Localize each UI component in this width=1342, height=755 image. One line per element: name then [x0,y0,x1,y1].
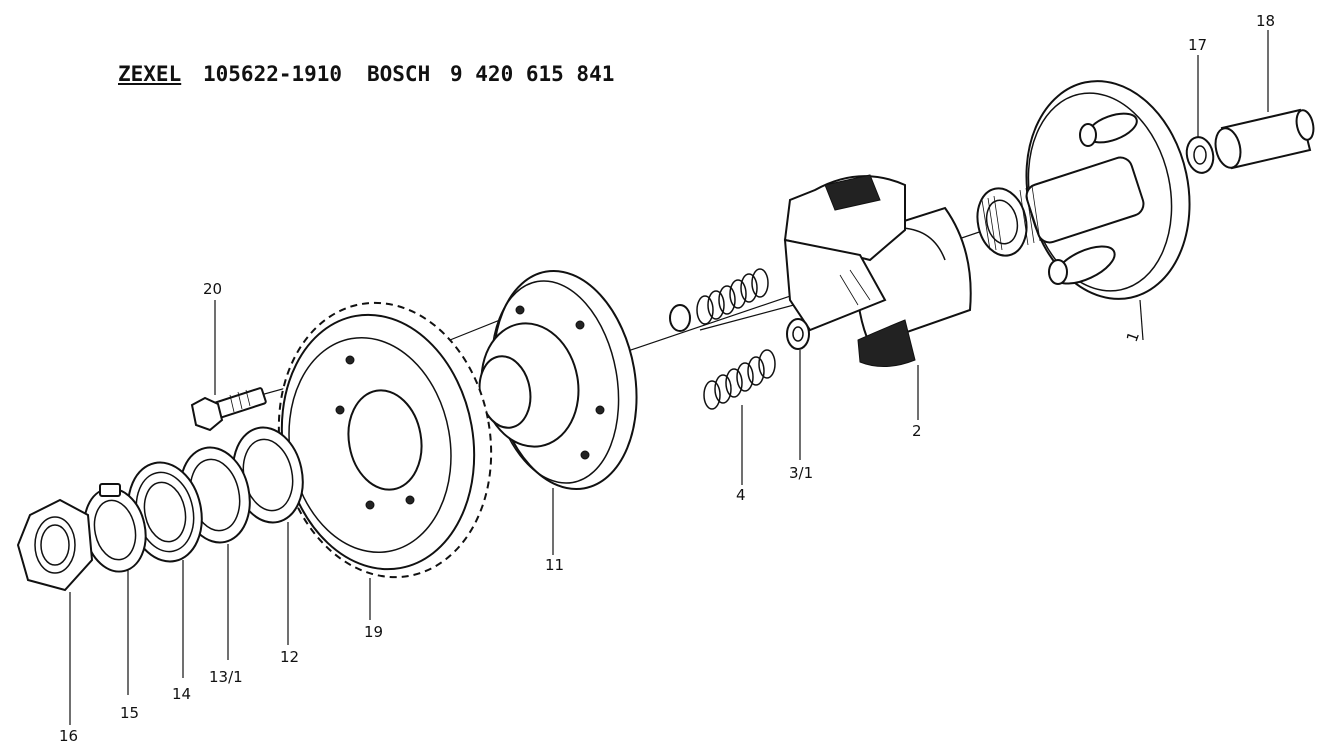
part-15-tab-washer [83,483,147,573]
label-part-13-1: 13/1 [209,668,243,686]
label-part-16: 16 [59,727,78,745]
label-part-17: 17 [1188,36,1207,54]
header-bosch-number: 9 420 615 841 [450,62,615,86]
flyweight-upper [783,174,906,332]
part-4-spring-lower [703,349,776,410]
label-part-14: 14 [172,685,191,703]
label-part-15: 15 [120,704,139,722]
label-part-11: 11 [545,556,564,574]
label-part-19: 19 [364,623,383,641]
label-part-12: 12 [280,648,299,666]
header-brand-zexel: ZEXEL [118,62,182,86]
header-zexel-number: 105622-1910 [203,62,343,86]
label-part-20: 20 [203,280,222,298]
part-4-spring-upper [669,268,769,332]
label-part-3-1: 3/1 [789,464,813,482]
part-17-small-washer [1185,136,1215,174]
part-16-hex-nut [16,498,94,592]
label-part-18: 18 [1256,12,1275,30]
label-part-2: 2 [912,422,922,440]
label-part-4: 4 [736,486,746,504]
part-1-flange-hub [976,80,1191,300]
part-3-1-washer [786,318,810,350]
part-19-gear [277,301,493,579]
part-20-bolt [190,387,267,432]
part-18-pin [1214,108,1315,170]
header-brand-bosch: BOSCH [367,62,431,86]
leader-lines [69,30,1269,725]
part-11-hub-flange [478,269,638,491]
label-part-1: 1 [1123,329,1143,344]
